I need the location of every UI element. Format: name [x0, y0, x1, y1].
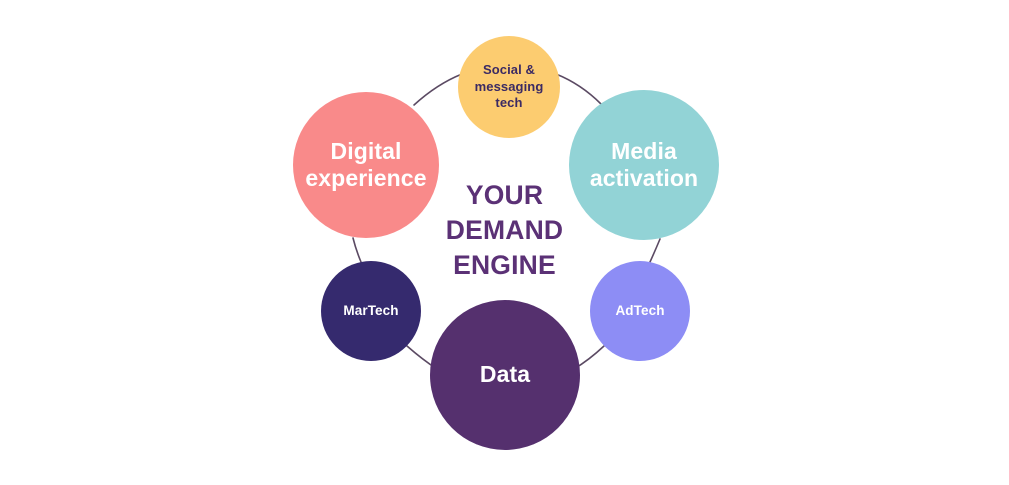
center-title: YOUR DEMAND ENGINE — [445, 180, 564, 280]
connector-media-activation-to-adtech — [649, 238, 661, 263]
node-social-messaging-tech[interactable]: Social & messaging tech — [458, 36, 560, 138]
connector-digital-experience-to-social-messaging-tech — [413, 73, 463, 106]
node-adtech[interactable]: AdTech — [590, 261, 690, 361]
node-media-activation[interactable]: Media activation — [569, 90, 719, 240]
connector-digital-experience-to-martech — [352, 237, 362, 263]
node-digital-experience[interactable]: Digital experience — [293, 92, 439, 238]
node-label-data: Data — [479, 361, 531, 388]
node-label-social-messaging-tech: Social & messaging tech — [474, 61, 544, 111]
node-martech[interactable]: MarTech — [321, 261, 421, 361]
connector-social-messaging-tech-to-media-activation — [555, 73, 602, 105]
node-label-digital-experience: Digital experience — [305, 137, 427, 191]
node-data[interactable]: Data — [430, 300, 580, 450]
node-label-media-activation: Media activation — [589, 137, 699, 191]
node-label-martech: MarTech — [343, 303, 399, 319]
node-label-adtech: AdTech — [615, 303, 665, 319]
